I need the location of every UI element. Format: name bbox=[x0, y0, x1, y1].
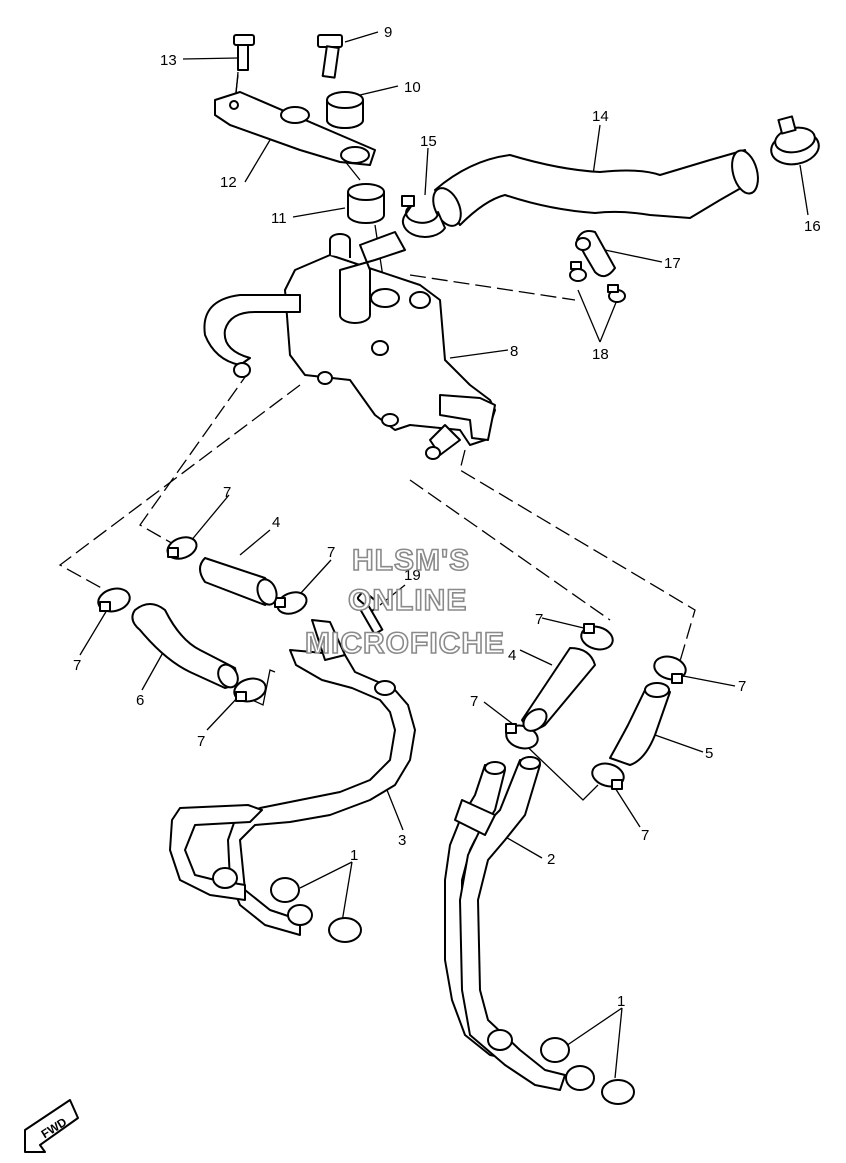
callout-4-b: 4 bbox=[508, 647, 516, 664]
bracket-12 bbox=[214, 91, 376, 166]
callout-16: 16 bbox=[804, 218, 821, 235]
hose-17 bbox=[575, 230, 616, 278]
grommet-11 bbox=[347, 183, 385, 224]
callout-7-d: 7 bbox=[197, 733, 205, 750]
air-cut-valve-8 bbox=[203, 231, 496, 460]
bolt-9 bbox=[317, 34, 343, 79]
fwd-arrow-icon: FWD bbox=[24, 1099, 79, 1153]
callout-7-g: 7 bbox=[470, 693, 478, 710]
pipe-3 bbox=[169, 619, 416, 943]
callout-18: 18 bbox=[592, 346, 609, 363]
clamp-7-b bbox=[274, 591, 308, 615]
callout-12: 12 bbox=[220, 174, 237, 191]
callout-1-b: 1 bbox=[617, 993, 625, 1010]
watermark: HLSM'S ONLINE MICROFICHE bbox=[304, 543, 505, 661]
callout-13: 13 bbox=[160, 52, 177, 69]
hose-14 bbox=[432, 149, 759, 227]
clamp-7-f bbox=[653, 655, 687, 684]
clips-18 bbox=[569, 261, 626, 303]
clamp-7-e bbox=[580, 623, 614, 651]
pipe-2 bbox=[444, 756, 635, 1105]
bolt-19 bbox=[356, 590, 384, 636]
hose-4-right bbox=[521, 647, 596, 732]
callout-11: 11 bbox=[271, 210, 287, 227]
callout-2: 2 bbox=[547, 851, 555, 868]
hose-6 bbox=[131, 603, 239, 689]
callout-14: 14 bbox=[592, 108, 609, 125]
hose-4-left bbox=[199, 557, 278, 606]
callout-9: 9 bbox=[384, 24, 392, 41]
grommet-10 bbox=[326, 91, 364, 129]
clamp-7-c bbox=[97, 587, 131, 613]
callout-3: 3 bbox=[398, 832, 406, 849]
hose-5 bbox=[609, 682, 671, 766]
callout-6: 6 bbox=[136, 692, 144, 709]
assembly-guide-lines bbox=[58, 274, 696, 669]
callout-5: 5 bbox=[705, 745, 713, 762]
callout-8: 8 bbox=[510, 343, 518, 360]
callout-17: 17 bbox=[664, 255, 681, 272]
callout-7-e: 7 bbox=[535, 611, 543, 628]
callout-10: 10 bbox=[404, 79, 421, 96]
watermark-line-3: MICROFICHE bbox=[305, 627, 505, 660]
callout-labels: 13 9 10 12 11 14 15 16 17 18 8 7 4 7 19 … bbox=[73, 24, 821, 1010]
clamp-7-a bbox=[166, 536, 198, 560]
callout-7-h: 7 bbox=[641, 827, 649, 844]
callout-7-b: 7 bbox=[327, 544, 335, 561]
callout-1-a: 1 bbox=[350, 847, 358, 864]
callout-7-f: 7 bbox=[738, 678, 746, 695]
watermark-line-1: HLSM'S bbox=[352, 544, 470, 577]
callout-4-a: 4 bbox=[272, 514, 280, 531]
callout-7-c: 7 bbox=[73, 657, 81, 674]
clamp-7-d bbox=[233, 677, 267, 703]
callout-7-a: 7 bbox=[223, 484, 231, 501]
callout-15: 15 bbox=[420, 133, 437, 150]
clamp-16 bbox=[770, 115, 820, 166]
bolt-13 bbox=[233, 34, 255, 71]
watermark-line-2: ONLINE bbox=[348, 584, 467, 617]
clamp-7-h bbox=[591, 762, 625, 790]
callout-19: 19 bbox=[404, 567, 421, 584]
clamp-15 bbox=[401, 195, 446, 238]
